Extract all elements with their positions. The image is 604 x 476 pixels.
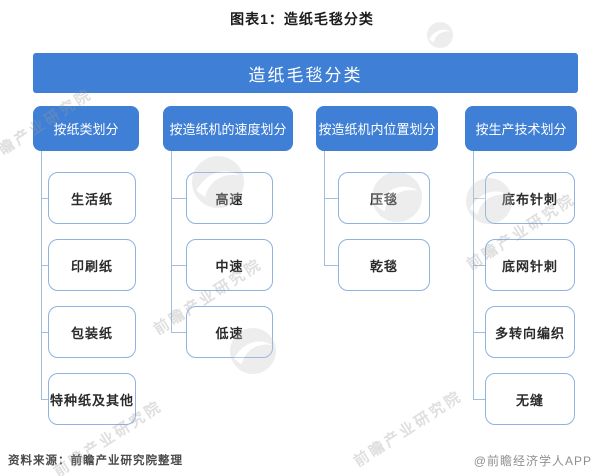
connector-horizontal-line — [473, 198, 485, 199]
connector-horizontal-line — [324, 198, 338, 199]
category-header-box: 按造纸机内位置划分 — [316, 106, 438, 151]
leaf-node-box: 压毯 — [338, 172, 430, 224]
connector-horizontal-line — [171, 332, 186, 333]
chart-title: 图表1：造纸毛毯分类 — [230, 11, 374, 27]
category-header-box: 按造纸机的速度划分 — [163, 106, 293, 151]
source-note: 资料来源：前瞻产业研究院整理 — [8, 455, 183, 467]
leaf-node-box: 包装纸 — [48, 306, 136, 358]
connector-vertical-line — [473, 151, 474, 399]
category-header-box: 按纸类划分 — [33, 106, 139, 151]
category-header-box: 按生产技术划分 — [465, 106, 577, 151]
leaf-node-box: 印刷纸 — [48, 239, 136, 291]
leaf-node-box: 高速 — [186, 172, 273, 224]
classification-column: 按造纸机内位置划分压毯乾毯 — [316, 0, 438, 476]
leaf-node-box: 中速 — [186, 239, 273, 291]
connector-horizontal-line — [324, 265, 338, 266]
connector-horizontal-line — [171, 265, 186, 266]
classification-column: 按纸类划分生活纸印刷纸包装纸特种纸及其他 — [33, 0, 139, 476]
leaf-node-box: 生活纸 — [48, 172, 136, 224]
connector-horizontal-line — [473, 265, 485, 266]
leaf-node-box: 底布针刺 — [485, 172, 575, 224]
leaf-node-box: 乾毯 — [338, 239, 430, 291]
connector-vertical-line — [171, 151, 172, 332]
connector-horizontal-line — [41, 265, 48, 266]
credit-note: @前瞻经济学人APP — [473, 454, 592, 468]
leaf-node-box: 多转向编织 — [485, 306, 575, 358]
connector-vertical-line — [41, 151, 42, 399]
connector-horizontal-line — [41, 332, 48, 333]
root-node-box: 造纸毛毯分类 — [33, 53, 578, 93]
leaf-node-box: 低速 — [186, 306, 273, 358]
connector-horizontal-line — [171, 198, 186, 199]
classification-column: 按造纸机的速度划分高速中速低速 — [163, 0, 293, 476]
connector-vertical-line — [324, 151, 325, 265]
connector-horizontal-line — [41, 198, 48, 199]
leaf-node-box: 特种纸及其他 — [48, 373, 136, 425]
classification-column: 按生产技术划分底布针刺底网针刺多转向编织无缝 — [465, 0, 577, 476]
leaf-node-box: 无缝 — [485, 373, 575, 425]
connector-horizontal-line — [41, 399, 48, 400]
leaf-node-box: 底网针刺 — [485, 239, 575, 291]
connector-horizontal-line — [473, 399, 485, 400]
connector-horizontal-line — [473, 332, 485, 333]
